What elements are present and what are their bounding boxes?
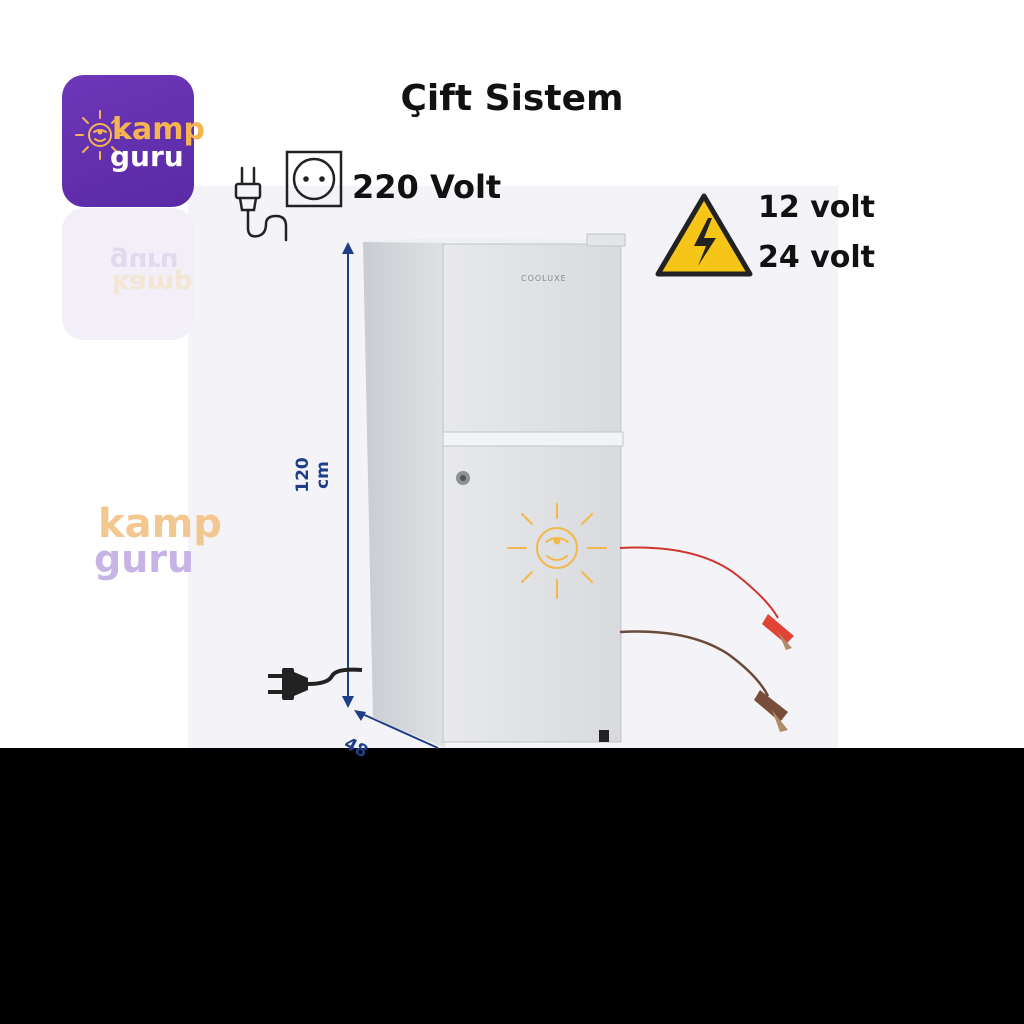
height-dimension-label: 120 cm — [293, 457, 333, 493]
dc-voltage-label-24: 24 volt — [758, 240, 875, 275]
refrigerator-image — [363, 233, 626, 748]
ac-voltage-label: 220 Volt — [352, 168, 502, 206]
height-dimension-arrow — [342, 242, 354, 708]
plug-icon — [234, 166, 288, 242]
socket-icon — [285, 150, 343, 208]
page-title: Çift Sistem — [400, 78, 624, 119]
power-plug-icon — [268, 667, 362, 700]
warning-icon — [655, 193, 753, 277]
dc-voltage-label-12: 12 volt — [758, 190, 875, 225]
fridge-brand-badge: COOLUXE — [521, 274, 567, 283]
brand-logo: kamp guru — [62, 75, 205, 207]
sun-icon — [507, 503, 607, 599]
logo-word-guru: guru — [110, 140, 184, 173]
logo-word-kamp: kamp — [112, 112, 205, 147]
brand-logo-reflection: guru kamp — [62, 208, 194, 340]
sun-icon — [75, 110, 125, 160]
battery-clamp-icon — [619, 546, 794, 732]
watermark-word-guru: guru — [94, 537, 195, 581]
watermark-word-kamp: kamp — [98, 501, 222, 547]
bottom-black-bar — [0, 748, 1024, 1024]
depth-dimension-arrow — [354, 710, 439, 749]
reflection-word-kamp: kamp — [112, 268, 193, 298]
